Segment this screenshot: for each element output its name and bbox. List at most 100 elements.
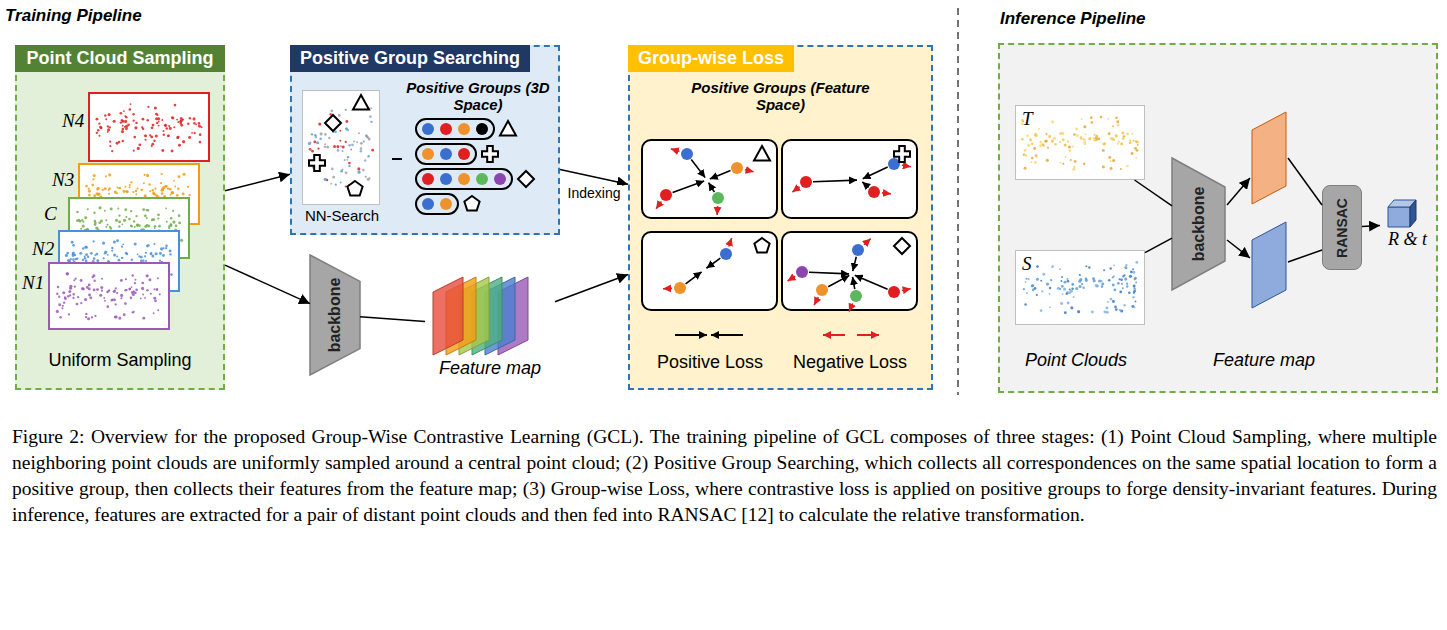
cloud-point [77, 296, 79, 298]
cloud-point [187, 123, 189, 125]
cloud-point [1046, 159, 1049, 162]
cloud-point [144, 255, 146, 257]
cloud-point [88, 283, 91, 286]
cloud-point [133, 120, 135, 122]
cloud-point [345, 127, 348, 130]
cloud-point [120, 297, 122, 299]
cloud-point [1122, 275, 1124, 277]
cloud-point [345, 120, 348, 123]
cloud-point [1059, 268, 1061, 270]
cloud-point [360, 150, 363, 153]
group-symbol [464, 196, 479, 210]
cloud-point [1024, 149, 1027, 152]
feature-slab [433, 277, 463, 355]
cloud-point [342, 145, 345, 148]
cloud-point [345, 141, 347, 143]
cloud-point [1031, 284, 1034, 287]
cloud-point [339, 130, 341, 132]
node-label: R & t [1380, 229, 1435, 250]
panel-header: Positive Group Searching [290, 45, 530, 72]
cloud-point [126, 190, 129, 193]
cloud-point [111, 298, 113, 300]
cloud-point [1034, 287, 1037, 290]
feature-arrow [1227, 240, 1250, 258]
cloud-point [169, 253, 171, 255]
cloud-point [118, 214, 120, 216]
cloud-point [111, 247, 113, 249]
cloud-point [58, 295, 60, 297]
cloud-point [125, 190, 127, 192]
cloud-point [1045, 140, 1048, 143]
node-label: C [44, 203, 57, 225]
cloud-point [106, 224, 108, 226]
group-symbol [754, 146, 770, 160]
cloud-point [133, 220, 135, 222]
cloud-point [1074, 160, 1077, 163]
cloud-point [62, 305, 64, 307]
cloud-point [76, 211, 78, 213]
cloud-point [1072, 168, 1075, 171]
cloud-point [310, 149, 312, 151]
cloud-point [84, 298, 87, 301]
cloud-point [67, 295, 70, 298]
map-box: NN-Search [302, 90, 380, 205]
cloud-point [1132, 140, 1134, 142]
cloud-point [159, 293, 161, 295]
cloud-point [1126, 285, 1128, 287]
cloud-point [163, 134, 165, 136]
node-label: S [1022, 253, 1032, 275]
cloud-point [345, 109, 347, 111]
cloud-point [131, 259, 134, 262]
cloud-point [362, 169, 365, 172]
group-pill [416, 119, 494, 139]
cloud-point [93, 174, 96, 177]
cloud-point [150, 136, 153, 139]
legend-item: Negative Loss [785, 324, 915, 380]
cloud-point [153, 140, 155, 142]
cloud-point [114, 290, 116, 292]
cloud-point [344, 159, 346, 161]
cloud-point [194, 132, 196, 134]
legend-line [823, 334, 845, 336]
cloud-point [111, 299, 114, 302]
cloud-point [1110, 298, 1113, 301]
cloud-point [151, 126, 154, 129]
cloud-point [141, 189, 143, 191]
cloud-point [133, 311, 135, 313]
cloud-point [326, 146, 329, 149]
cloud-point [136, 188, 138, 190]
cloud-point [357, 171, 360, 174]
cloud-point [133, 290, 135, 292]
cloud-point [353, 140, 355, 142]
cloud-point [155, 113, 158, 116]
cloud-point [73, 279, 75, 281]
cloud-point [339, 140, 341, 142]
cloud-point [154, 106, 157, 109]
cloud-point [98, 193, 101, 196]
cloud-point [1079, 285, 1082, 288]
cloud-point [369, 115, 372, 118]
sampling-panel: Point Cloud SamplingUniform SamplingN4N3… [15, 45, 225, 390]
cloud-point [135, 193, 137, 195]
cloud-point [154, 288, 156, 290]
cloud-point [161, 192, 164, 195]
cloud-point [145, 252, 147, 254]
cloud-point [93, 240, 95, 242]
cloud-point [1040, 309, 1043, 312]
cloud-point [148, 278, 151, 281]
cloud-point [330, 109, 333, 112]
cloud-point [154, 187, 156, 189]
panel-header: Group-wise Loss [628, 45, 794, 72]
cloud-point [100, 127, 102, 129]
cloud-point [155, 252, 158, 255]
cloud-point [107, 128, 110, 131]
cloud-point [169, 188, 172, 191]
cloud-point [1123, 304, 1125, 306]
cloud-point [1066, 278, 1068, 280]
cloud-point [165, 207, 167, 209]
point-dot [440, 198, 452, 210]
negative-arrow [716, 206, 718, 215]
cloud-point [98, 221, 101, 224]
cloud-point [1134, 147, 1137, 150]
cloud-point [1088, 137, 1091, 140]
